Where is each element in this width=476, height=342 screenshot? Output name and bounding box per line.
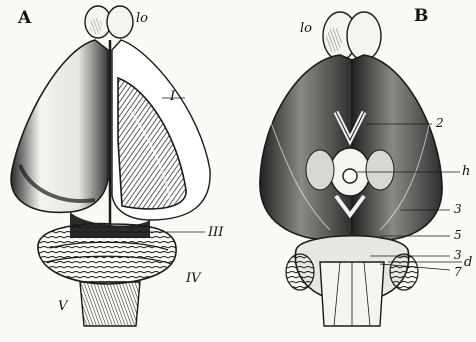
label-7: 7 [454, 266, 462, 278]
panel-a-letter: A [18, 10, 31, 27]
label-I: I [170, 90, 175, 103]
label-3b: 3 [454, 249, 462, 261]
label-h: h [462, 165, 470, 178]
label-lo-a: lo [136, 12, 148, 25]
panel-b-letter: B [414, 8, 428, 25]
brain-a [11, 6, 210, 326]
label-V: V [58, 300, 67, 313]
brain-b [260, 12, 462, 326]
label-III: III [208, 226, 223, 239]
label-5: 5 [454, 229, 462, 241]
label-d: d [464, 256, 472, 269]
label-lo-b: lo [300, 22, 312, 35]
label-3a: 3 [454, 203, 462, 215]
label-2: 2 [436, 117, 444, 129]
label-IV: IV [186, 272, 201, 285]
